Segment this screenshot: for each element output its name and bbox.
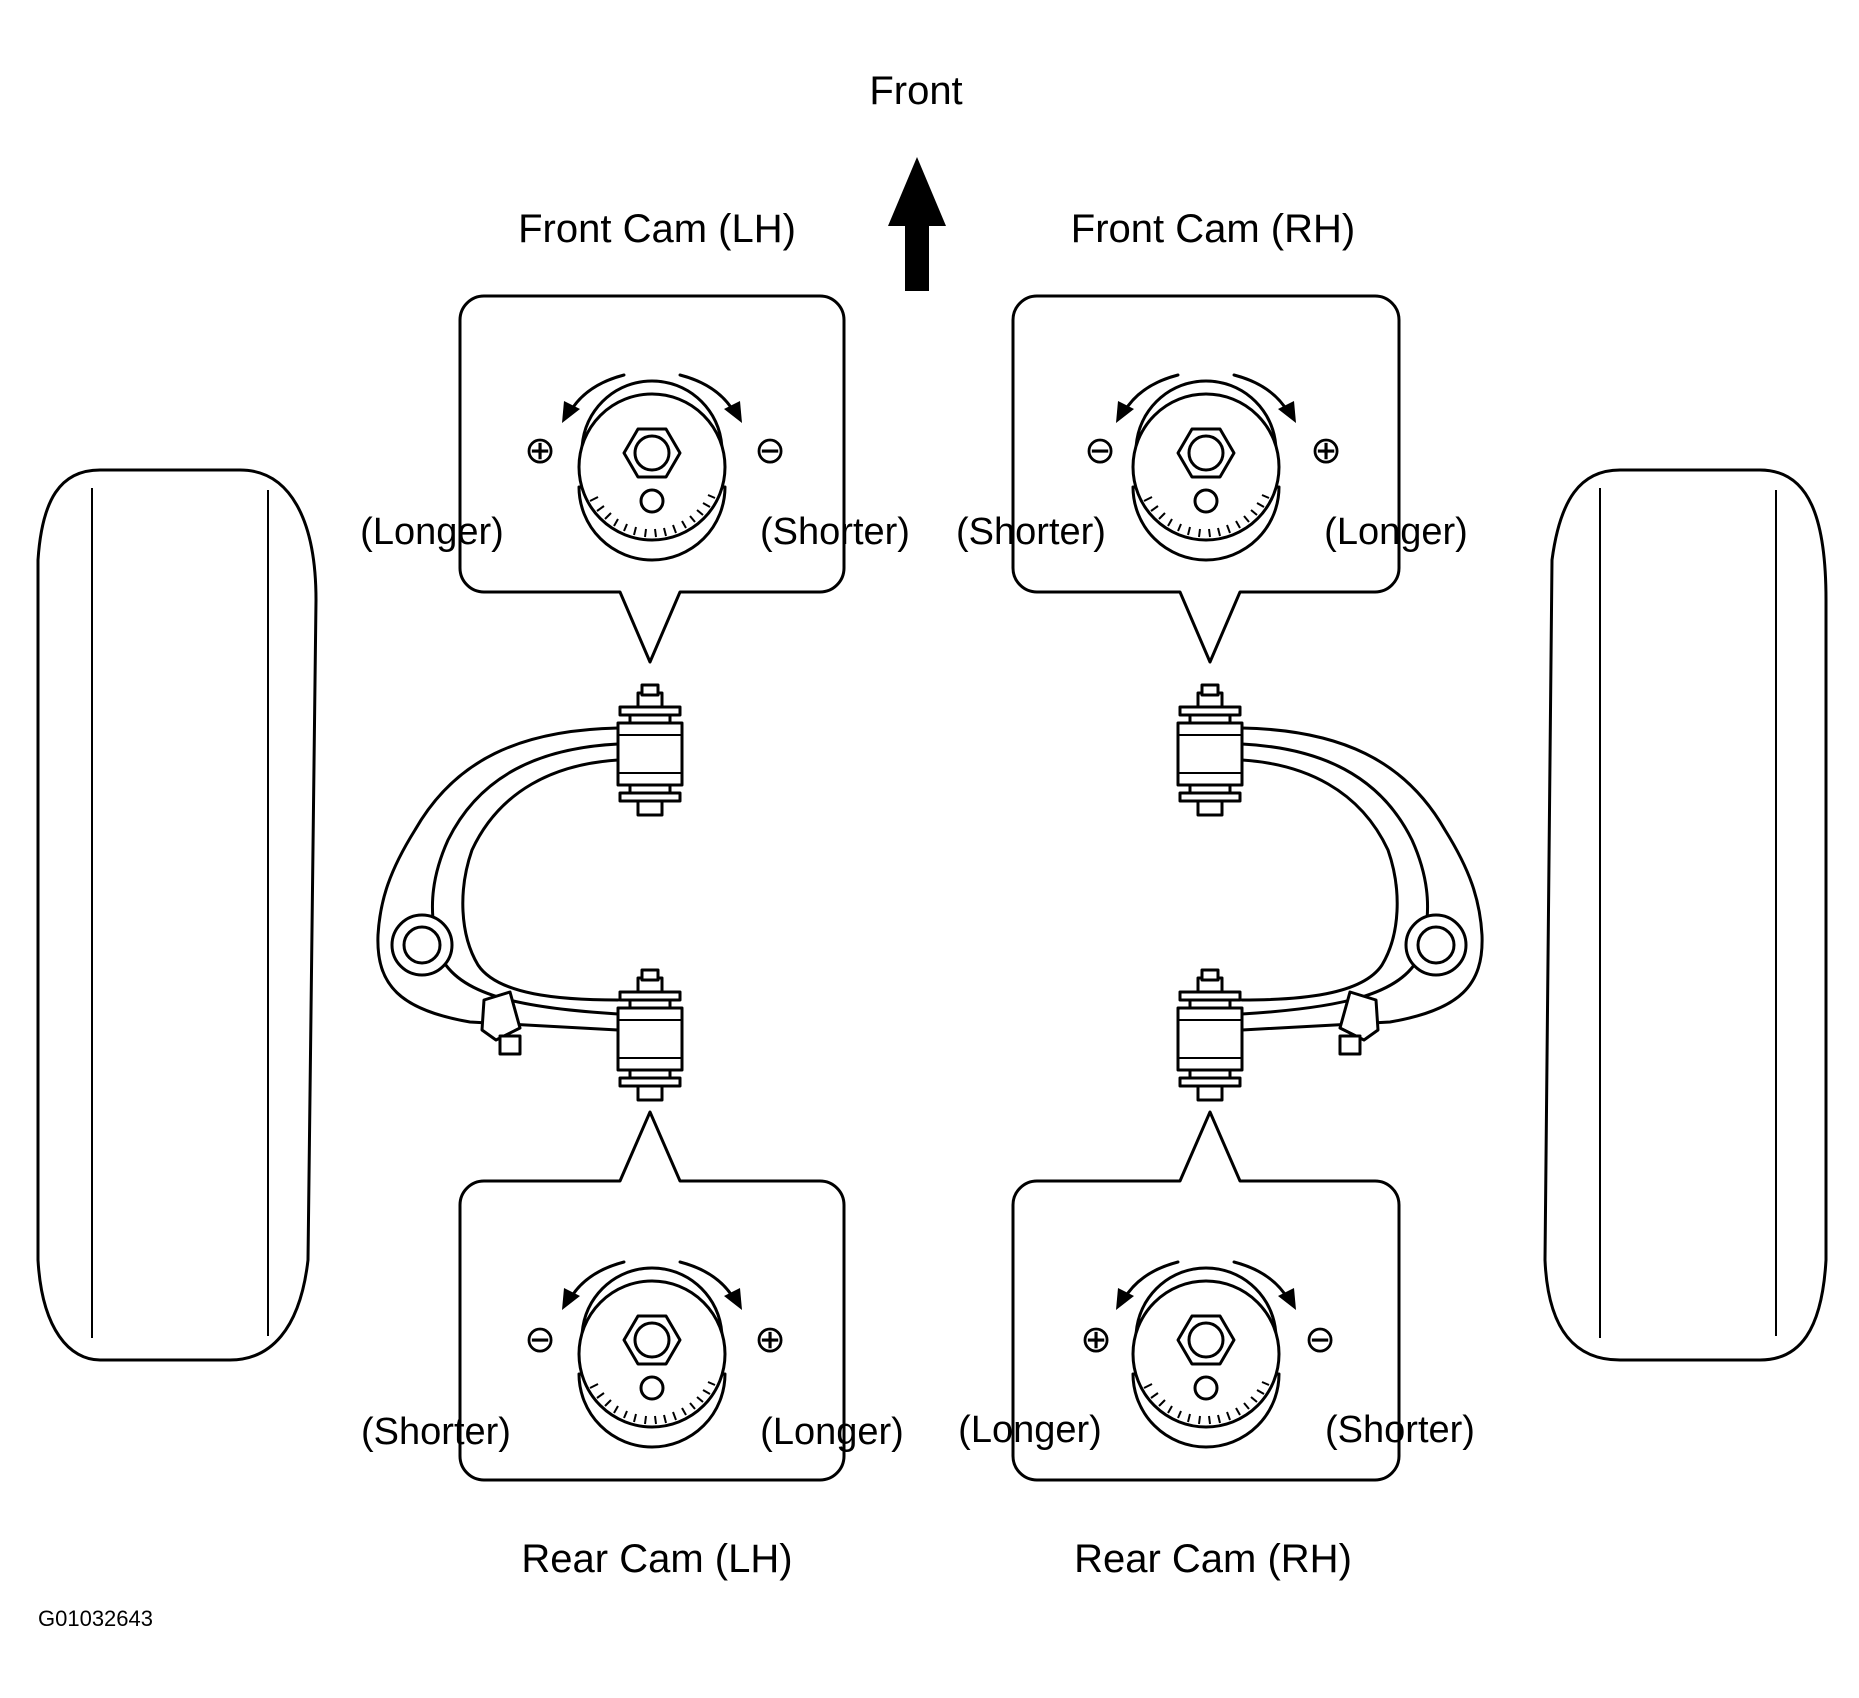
front-cam-lh-title: Front Cam (LH) — [518, 207, 796, 251]
rear-lh-left-symbol: ⊖ — [524, 1319, 556, 1361]
rear-cam-rh-title: Rear Cam (RH) — [1074, 1537, 1352, 1581]
front-lh-left-text: (Longer) — [360, 511, 504, 553]
arrow-up-icon — [888, 157, 946, 291]
left-upper-control-arm-icon — [376, 683, 684, 1102]
front-lh-left-symbol: ⊕ — [524, 430, 556, 472]
front-rh-right-text: (Longer) — [1324, 511, 1468, 553]
front-cam-lh-panel: ⊕ ⊖ (Longer) (Shorter) — [360, 294, 910, 664]
rear-cam-rh-panel: ⊕ ⊖ (Longer) (Shorter) — [958, 1110, 1475, 1482]
rear-rh-right-symbol: ⊖ — [1304, 1319, 1336, 1361]
front-rh-left-text: (Shorter) — [956, 511, 1106, 553]
front-rh-left-symbol: ⊖ — [1084, 430, 1116, 472]
front-cam-rh-panel: ⊖ ⊕ (Shorter) (Longer) — [956, 294, 1468, 664]
right-upper-control-arm-icon — [1176, 683, 1484, 1102]
rear-rh-left-text: (Longer) — [958, 1409, 1102, 1451]
rear-cam-lh-title: Rear Cam (LH) — [521, 1537, 792, 1581]
rear-lh-left-text: (Shorter) — [361, 1411, 511, 1453]
rear-rh-right-text: (Shorter) — [1325, 1409, 1475, 1451]
front-label: Front — [869, 69, 962, 113]
front-rh-right-symbol: ⊕ — [1310, 430, 1342, 472]
rear-cam-lh-panel: ⊖ ⊕ (Shorter) (Longer) — [361, 1110, 904, 1482]
figure-id: G01032643 — [38, 1606, 153, 1631]
front-lh-right-symbol: ⊖ — [754, 430, 786, 472]
front-lh-right-text: (Shorter) — [760, 511, 910, 553]
rear-lh-right-symbol: ⊕ — [754, 1319, 786, 1361]
left-tire-icon — [36, 468, 318, 1362]
rear-rh-left-symbol: ⊕ — [1080, 1319, 1112, 1361]
front-cam-rh-title: Front Cam (RH) — [1071, 207, 1355, 251]
right-tire-icon — [1543, 468, 1828, 1362]
rear-lh-right-text: (Longer) — [760, 1411, 904, 1453]
